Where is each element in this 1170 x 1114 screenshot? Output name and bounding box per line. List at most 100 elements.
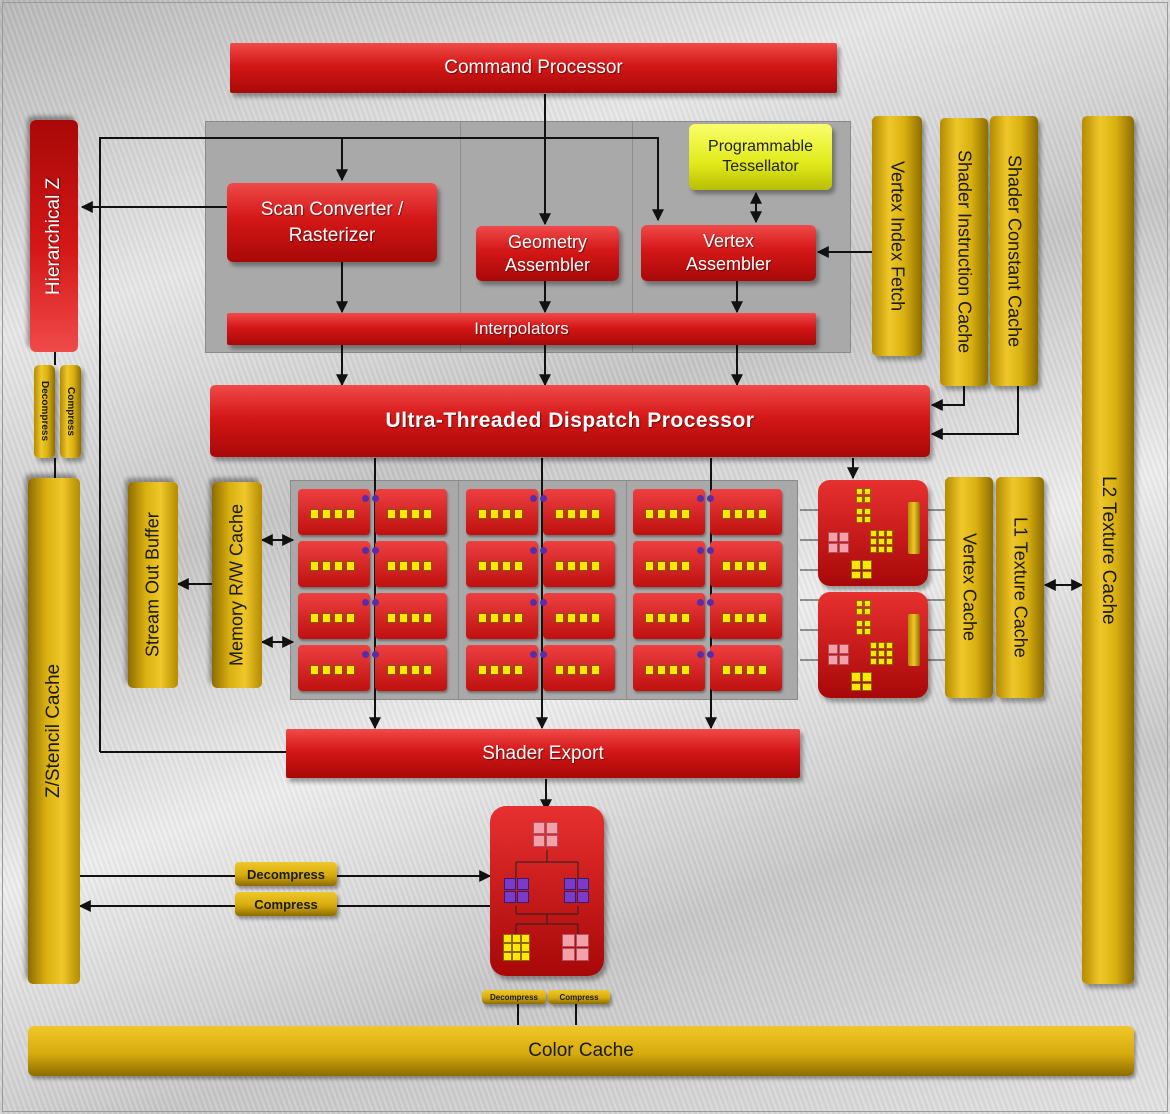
dispatch-processor-label: Ultra-Threaded Dispatch Processor [385, 409, 755, 432]
cc-decompress-label: Decompress [489, 992, 539, 1002]
simd-block [375, 593, 447, 639]
simd-node [540, 495, 547, 502]
stream-out-buffer-block: Stream Out Buffer [128, 482, 178, 688]
simd-node [372, 547, 379, 554]
command-processor-block: Command Processor [230, 43, 837, 93]
zs-decompress-block: Decompress [235, 862, 337, 886]
simd-block [298, 593, 370, 639]
simd-block [633, 541, 705, 587]
interpolators-label: Interpolators [474, 319, 569, 338]
simd-node [372, 495, 379, 502]
z-stencil-cache-label: Z/Stencil Cache [43, 663, 64, 799]
simd-node [540, 599, 547, 606]
memory-rw-cache-block: Memory R/W Cache [212, 482, 262, 688]
hz-compress-block: Compress [60, 365, 81, 458]
l1-texture-cache-label: L1 Texture Cache [1010, 517, 1031, 658]
zs-decompress-label: Decompress [246, 866, 326, 882]
simd-node [707, 651, 714, 658]
vertex-index-fetch-label: Vertex Index Fetch [887, 160, 908, 312]
simd-block [543, 645, 615, 691]
simd-block [633, 489, 705, 535]
simd-block [543, 593, 615, 639]
l2-texture-cache-block: L2 Texture Cache [1082, 116, 1134, 984]
texture-unit-bottom [818, 592, 928, 698]
cc-compress-label: Compress [559, 992, 599, 1002]
simd-block [298, 645, 370, 691]
simd-node [540, 547, 547, 554]
simd-node [372, 599, 379, 606]
simd-block [375, 645, 447, 691]
texture-unit-top [818, 480, 928, 586]
vertex-index-fetch-block: Vertex Index Fetch [872, 116, 922, 356]
render-backend-block [490, 806, 604, 976]
interpolators-block: Interpolators [227, 313, 816, 345]
simd-node [362, 495, 369, 502]
simd-block [466, 645, 538, 691]
shader-instruction-cache-label: Shader Instruction Cache [954, 150, 975, 354]
shader-constant-cache-block: Shader Constant Cache [990, 116, 1038, 386]
cc-decompress-block: Decompress [482, 990, 546, 1004]
l1-texture-cache-block: L1 Texture Cache [996, 477, 1044, 698]
command-processor-label: Command Processor [444, 57, 623, 78]
simd-node [530, 651, 537, 658]
hz-decompress-label: Decompress [39, 381, 50, 442]
shader-instruction-cache-block: Shader Instruction Cache [940, 118, 988, 386]
color-cache-block: Color Cache [28, 1026, 1134, 1076]
simd-block [543, 541, 615, 587]
l2-texture-cache-label: L2 Texture Cache [1098, 475, 1119, 625]
simd-block [710, 541, 782, 587]
hierarchical-z-label: Hierarchical Z [43, 177, 64, 295]
memory-rw-cache-label: Memory R/W Cache [226, 503, 247, 667]
simd-block [710, 645, 782, 691]
simd-node [362, 599, 369, 606]
dispatch-processor-block: Ultra-Threaded Dispatch Processor [210, 385, 930, 457]
programmable-tessellator-label: Programmable Tessellator [708, 138, 813, 175]
simd-node [697, 547, 704, 554]
simd-node [697, 599, 704, 606]
vertex-cache-label: Vertex Cache [959, 533, 980, 642]
zs-compress-block: Compress [235, 892, 337, 916]
programmable-tessellator-block: Programmable Tessellator [689, 124, 832, 190]
simd-node [530, 599, 537, 606]
hz-decompress-block: Decompress [34, 365, 55, 458]
simd-block [375, 541, 447, 587]
simd-node [697, 651, 704, 658]
vertex-cache-block: Vertex Cache [945, 477, 993, 698]
simd-block [466, 541, 538, 587]
vertex-assembler-block: Vertex Assembler [641, 225, 816, 281]
simd-block [466, 489, 538, 535]
cc-compress-block: Compress [548, 990, 610, 1004]
simd-node [530, 495, 537, 502]
zs-compress-label: Compress [254, 896, 318, 912]
geometry-assembler-label: Geometry Assembler [504, 231, 591, 275]
simd-node [707, 599, 714, 606]
simd-block [633, 645, 705, 691]
simd-node [540, 651, 547, 658]
simd-node [697, 495, 704, 502]
shader-constant-cache-label: Shader Constant Cache [1004, 154, 1025, 348]
simd-block [710, 593, 782, 639]
simd-block [543, 489, 615, 535]
hierarchical-z-block: Hierarchical Z [30, 120, 78, 352]
simd-node [362, 547, 369, 554]
vertex-assembler-label: Vertex Assembler [685, 231, 772, 274]
simd-block [298, 541, 370, 587]
stream-out-buffer-label: Stream Out Buffer [142, 512, 163, 658]
simd-block [710, 489, 782, 535]
shader-export-label: Shader Export [482, 742, 604, 764]
simd-block [633, 593, 705, 639]
simd-block [298, 489, 370, 535]
shader-export-block: Shader Export [286, 729, 800, 778]
scan-converter-label: Scan Converter / Rasterizer [260, 198, 404, 246]
scan-converter-block: Scan Converter / Rasterizer [227, 183, 437, 262]
simd-node [530, 547, 537, 554]
geometry-assembler-block: Geometry Assembler [476, 226, 619, 281]
simd-node [707, 547, 714, 554]
z-stencil-cache-block: Z/Stencil Cache [28, 478, 80, 984]
simd-node [372, 651, 379, 658]
color-cache-label: Color Cache [528, 1040, 634, 1061]
simd-block [375, 489, 447, 535]
simd-node [707, 495, 714, 502]
